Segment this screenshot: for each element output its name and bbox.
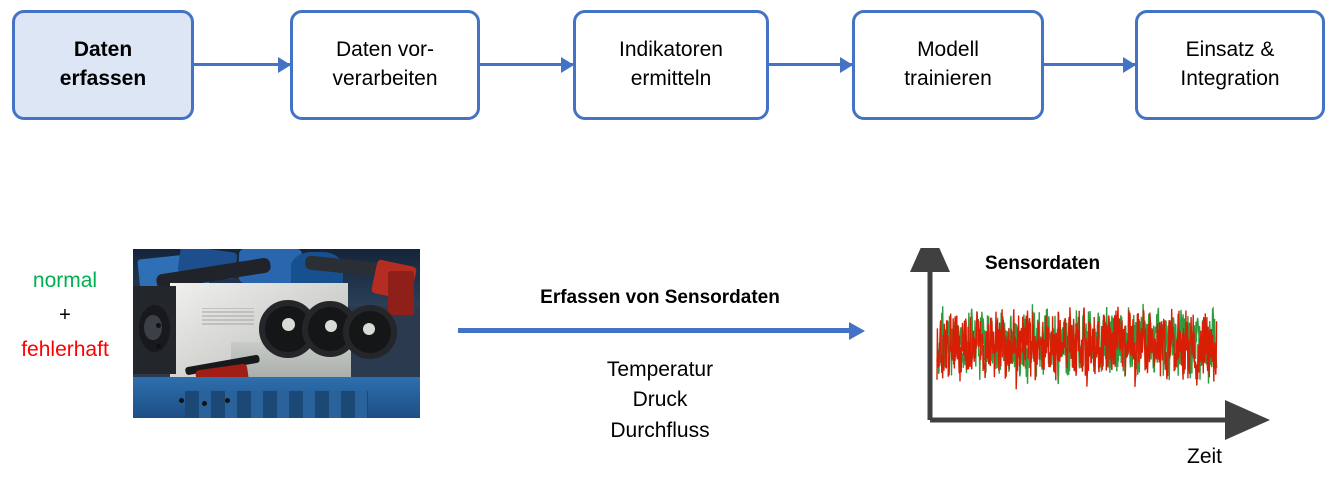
sensor-data-chart: Sensordaten Zeit xyxy=(905,248,1325,478)
arrow-head-icon xyxy=(840,56,853,73)
pipeline-step-modell-trainieren[interactable]: Modell trainieren xyxy=(852,10,1044,120)
acquisition-arrow xyxy=(458,321,865,340)
chart-x-axis-label: Zeit xyxy=(1187,445,1223,468)
chart-title: Sensordaten xyxy=(985,253,1101,274)
pipeline-connector-2 xyxy=(480,56,574,73)
sensor-signal-item: Temperatur xyxy=(606,358,714,381)
pipeline-step-label: Indikatoren ermitteln xyxy=(619,38,723,90)
industrial-pump-photo xyxy=(133,249,420,418)
class-labels: normal + fehlerhaft xyxy=(0,270,130,360)
pipeline-step-daten-erfassen[interactable]: Daten erfassen xyxy=(12,10,194,120)
class-label-normal: normal xyxy=(32,269,98,292)
pipeline-step-daten-vorverarbeiten[interactable]: Daten vor- verarbeiten xyxy=(290,10,480,120)
pipeline-step-label: Daten erfassen xyxy=(59,38,147,90)
arrow-head-icon xyxy=(849,321,865,340)
class-label-plus: + xyxy=(59,304,71,326)
arrow-head-icon xyxy=(561,56,574,73)
acquisition-title: Erfassen von Sensordaten xyxy=(540,287,780,308)
pipeline-step-einsatz-integration[interactable]: Einsatz & Integration xyxy=(1135,10,1325,120)
pipeline-step-label: Daten vor- verarbeiten xyxy=(332,38,438,90)
chart-series-fehlerhaft xyxy=(936,306,1218,390)
pipeline-connector-4 xyxy=(1044,56,1136,73)
pipeline-step-indikatoren-ermitteln[interactable]: Indikatoren ermitteln xyxy=(573,10,769,120)
chart-svg xyxy=(910,248,1270,440)
arrow-head-icon xyxy=(1123,56,1136,73)
sensor-signal-item: Durchfluss xyxy=(610,418,710,442)
pipeline-step-label: Modell trainieren xyxy=(904,38,992,90)
pipeline-step-label: Einsatz & Integration xyxy=(1180,38,1280,90)
class-label-fehlerhaft: fehlerhaft xyxy=(21,338,109,361)
sensor-signal-item: Druck xyxy=(632,388,688,412)
arrow-head-icon xyxy=(278,56,291,73)
sensor-signal-list: Temperatur Druck Durchfluss xyxy=(460,355,860,446)
pipeline-connector-3 xyxy=(769,56,853,73)
pipeline-connector-1 xyxy=(194,56,291,73)
